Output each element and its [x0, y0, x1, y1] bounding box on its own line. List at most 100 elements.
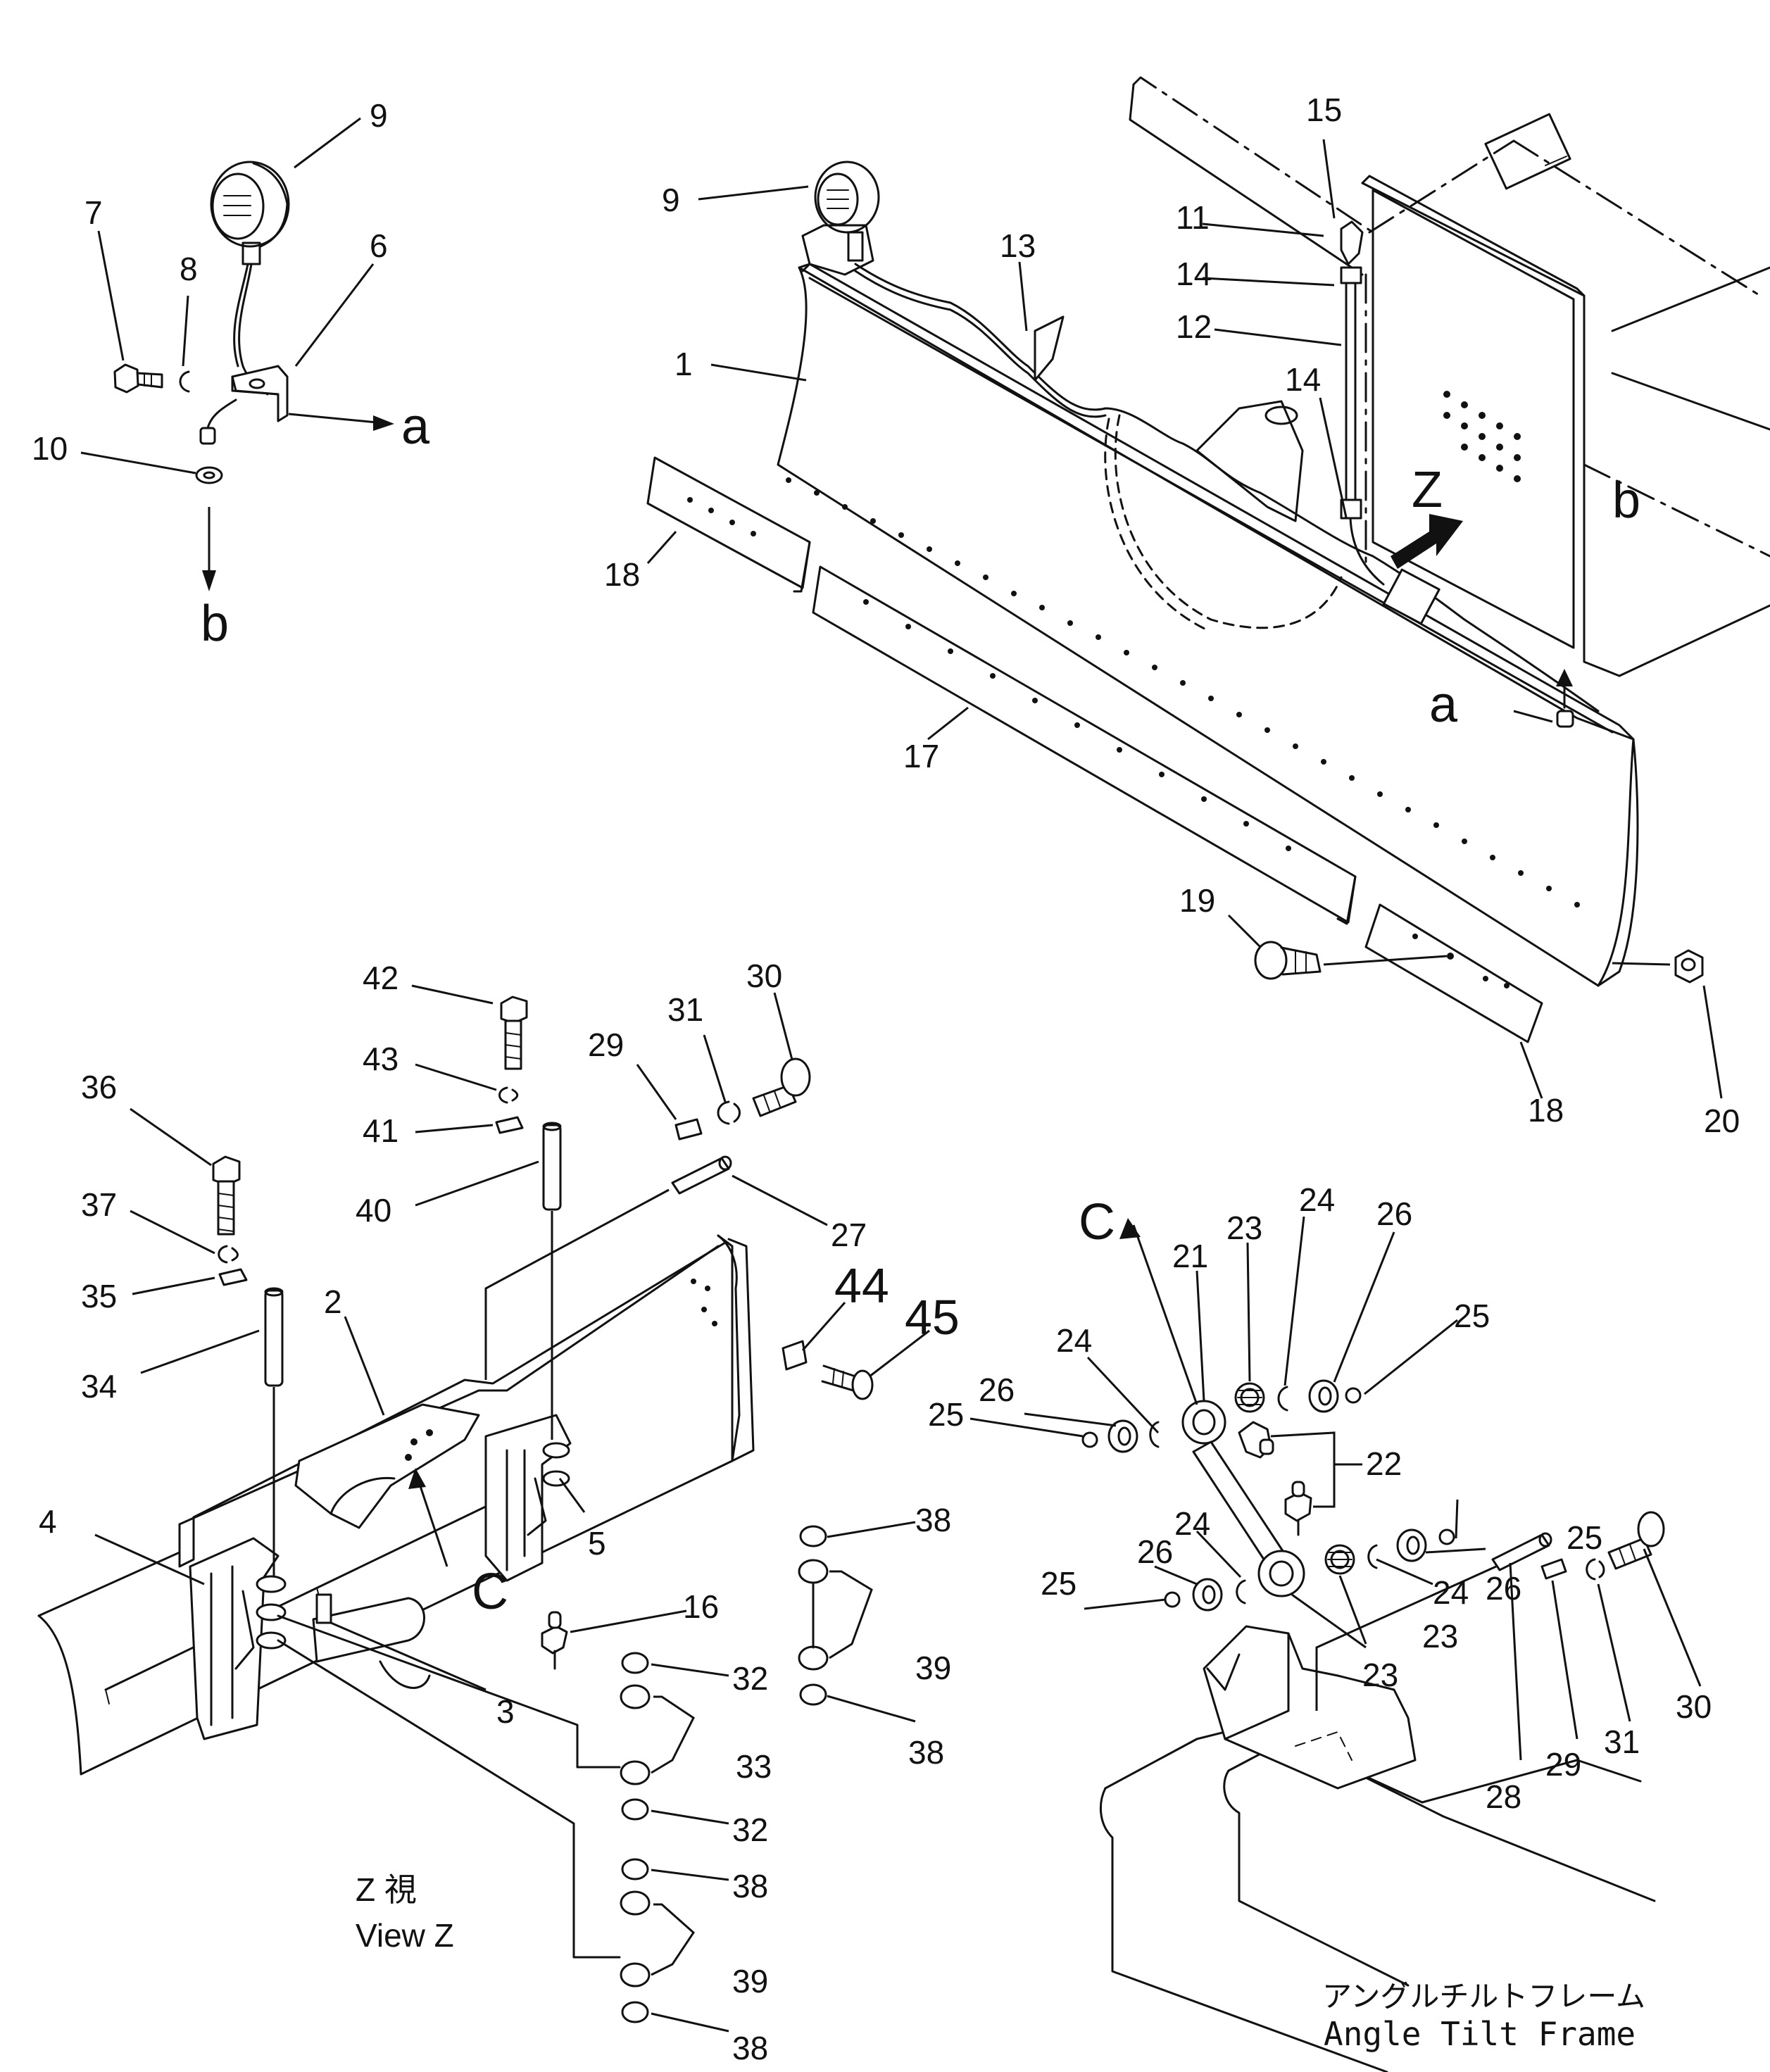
callout-26-mid-right: 26 — [1486, 1570, 1521, 1607]
blade-1 — [777, 263, 1639, 987]
seal-23-lower — [1324, 1544, 1355, 1575]
callout-23-mid-right: 23 — [1422, 1618, 1458, 1655]
leader-43 — [415, 1063, 497, 1091]
arrowhead-c-link — [1119, 1218, 1141, 1239]
plate-29-top — [674, 1118, 703, 1141]
callout-38-lower-lower: 38 — [732, 2030, 768, 2066]
bolt-19 — [1254, 941, 1448, 980]
callout-25-mid-right: 25 — [1567, 1519, 1602, 1556]
callout-42: 42 — [363, 960, 398, 996]
plug-25-upper-left — [1081, 1431, 1098, 1448]
leader-38-right-upper — [827, 1521, 916, 1538]
leader-25-mid-right — [1455, 1499, 1459, 1539]
leader-44 — [801, 1302, 846, 1351]
leader-30-top — [773, 992, 793, 1060]
leader-22 — [1270, 1431, 1362, 1508]
lamp-assembly-9 — [210, 161, 290, 396]
seal-23-upper — [1234, 1382, 1265, 1413]
leader-25-mid-left — [1084, 1598, 1166, 1610]
leader-21 — [1195, 1270, 1205, 1402]
view-z-bolt-holes — [691, 1279, 717, 1326]
leader-3 — [330, 1621, 487, 1691]
ref-z-main: Z — [1412, 462, 1443, 518]
bushing-stack-lower-left — [620, 1652, 651, 2023]
callout-17: 17 — [903, 738, 939, 774]
leader-38-lower-upper — [651, 1869, 729, 1881]
plate-44 — [782, 1340, 808, 1371]
leader-11 — [1202, 222, 1324, 237]
callout-11: 11 — [1176, 199, 1210, 236]
leader-pin-28-path — [1315, 1565, 1497, 1711]
bolt-42 — [500, 996, 528, 1070]
leader-29-top — [636, 1064, 677, 1120]
bracket-2 — [294, 1403, 480, 1529]
callout-34: 34 — [81, 1368, 117, 1405]
callout-23-top: 23 — [1226, 1210, 1262, 1246]
arrowhead-b-main — [1556, 669, 1573, 686]
harness-13 — [854, 263, 1600, 712]
fitting-22-lower — [1284, 1481, 1312, 1536]
lamp-detail: 9 6 7 8 10 a b — [32, 97, 430, 652]
callout-16: 16 — [683, 1588, 719, 1625]
bushing-guide-39 — [277, 1639, 621, 1959]
callout-25-mid-left: 25 — [1041, 1565, 1077, 1602]
callout-23-lower: 23 — [1362, 1657, 1398, 1693]
view-z-detail: 38 39 38 32 33 32 38 39 38 5 16 3 4 2 C … — [37, 957, 960, 2066]
callout-35: 35 — [81, 1278, 117, 1314]
machine-outline — [1129, 76, 1770, 677]
ref-b-main: b — [1612, 472, 1640, 529]
leader-30-bottom — [1643, 1548, 1702, 1687]
leader-27 — [732, 1174, 828, 1226]
plug-25-upper-right — [1345, 1387, 1362, 1404]
callout-9-top: 9 — [370, 97, 388, 134]
grille-dots — [1443, 391, 1521, 482]
arrowhead-c-view — [408, 1468, 426, 1489]
link-rod-21 — [1181, 1400, 1305, 1597]
washer-31-top — [717, 1100, 741, 1125]
leader-14-upper — [1202, 277, 1335, 287]
callout-27: 27 — [831, 1217, 867, 1253]
callout-24-mid-right: 24 — [1433, 1574, 1469, 1611]
blade-hinge-plate — [1382, 568, 1441, 625]
callout-14-lower: 14 — [1285, 361, 1321, 398]
callout-26-top-left: 26 — [979, 1371, 1015, 1408]
washer-31-bottom — [1586, 1558, 1605, 1581]
snap-ring-24-upper-left — [1149, 1421, 1160, 1448]
plug-25-lower-left — [1164, 1591, 1181, 1608]
leader-24-mid-left — [1195, 1530, 1242, 1578]
leader-12 — [1214, 328, 1342, 346]
pin-27 — [484, 1155, 732, 1380]
callout-25-top-right: 25 — [1454, 1298, 1490, 1334]
plate-35 — [218, 1268, 248, 1286]
pin-34 — [264, 1287, 284, 1577]
callout-3: 3 — [496, 1693, 515, 1730]
bracket-4 — [189, 1537, 287, 1740]
fitting-16 — [541, 1609, 687, 1670]
callout-43: 43 — [363, 1041, 398, 1077]
ref-c-view: C — [472, 1564, 508, 1620]
leader-13 — [1018, 261, 1028, 332]
callout-24-top-right: 24 — [1299, 1181, 1335, 1218]
leader-36 — [130, 1107, 212, 1167]
lamp-cable-plug — [199, 398, 237, 445]
callout-38-right-upper: 38 — [915, 1502, 951, 1538]
leader-24-mid-right — [1376, 1558, 1433, 1586]
leader-1 — [710, 363, 807, 382]
leader-9-top — [294, 117, 361, 169]
leader-26-mid-left — [1154, 1565, 1198, 1586]
arrowhead-b-top — [202, 570, 216, 591]
leader-c-link — [1132, 1224, 1198, 1405]
callout-38-right-lower: 38 — [908, 1734, 944, 1771]
bolt-45 — [821, 1364, 874, 1400]
callout-36: 36 — [81, 1069, 117, 1105]
bracket-5 — [484, 1414, 572, 1582]
harness-clip — [1034, 315, 1065, 382]
bushing-26-lower-right — [1396, 1528, 1427, 1562]
snap-ring-24-lower-right — [1367, 1544, 1378, 1569]
leader-39-lower — [651, 1903, 695, 1976]
bolt-30-top — [752, 1057, 811, 1117]
callout-24-top-left: 24 — [1056, 1322, 1092, 1359]
callout-28: 28 — [1486, 1778, 1521, 1815]
leader-18-right — [1519, 1041, 1543, 1099]
callout-40: 40 — [356, 1192, 391, 1229]
